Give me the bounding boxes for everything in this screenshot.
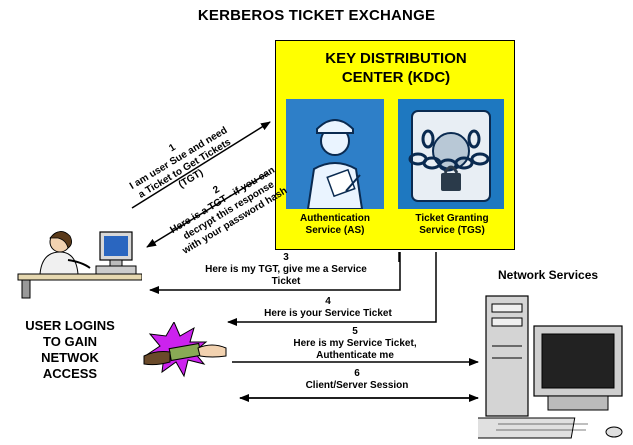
authentication-service-icon bbox=[286, 99, 384, 209]
arrow-step-2 bbox=[146, 172, 269, 248]
arrow-step-4 bbox=[227, 252, 437, 326]
diagram-title: KERBEROS TICKET EXCHANGE bbox=[197, 7, 436, 24]
user-label-line1: USER LOGINS bbox=[25, 318, 115, 333]
as-label: Authentication Service (AS) bbox=[284, 213, 386, 237]
step-5-label: 5 Here is my Service Ticket, Authenticat… bbox=[270, 326, 440, 362]
kdc-box: KEY DISTRIBUTION CENTER (KDC) Authentica… bbox=[275, 40, 515, 250]
kdc-title: KEY DISTRIBUTION CENTER (KDC) bbox=[276, 49, 516, 87]
arrow-step-3 bbox=[149, 252, 401, 294]
step-5-line2: Authenticate me bbox=[316, 350, 394, 361]
tgs-label: Ticket Granting Service (TGS) bbox=[398, 213, 506, 237]
user-label-line3: NETWOK bbox=[41, 350, 99, 365]
tgs-label-line2: Service (TGS) bbox=[419, 225, 485, 236]
arrow-step-1 bbox=[131, 121, 271, 209]
kdc-title-line2: CENTER (KDC) bbox=[341, 69, 451, 86]
kdc-title-line1: KEY DISTRIBUTION bbox=[325, 50, 467, 67]
user-label-line4: ACCESS bbox=[42, 366, 98, 381]
step-5-number: 5 bbox=[352, 326, 358, 337]
user-login-label: USER LOGINS TO GAIN NETWOK ACCESS bbox=[14, 318, 126, 382]
step-3-number: 3 bbox=[283, 252, 289, 263]
network-server-icon bbox=[478, 295, 623, 439]
step-5-line1: Here is my Service Ticket, bbox=[293, 338, 417, 349]
ticket-handoff-icon bbox=[143, 322, 227, 378]
tgs-label-line1: Ticket Granting bbox=[415, 213, 489, 224]
step-6-label: 6 Client/Server Session bbox=[282, 368, 432, 392]
step-3-label: 3 Here is my TGT, give me a Service Tick… bbox=[180, 252, 392, 288]
step-3-line1: Here is my TGT, give me a Service bbox=[205, 264, 367, 275]
as-label-line2: Service (AS) bbox=[305, 225, 365, 236]
step-4-number: 4 bbox=[325, 296, 331, 307]
step-3-line2: Ticket bbox=[271, 276, 301, 287]
user-label-line2: TO GAIN bbox=[43, 334, 97, 349]
as-label-line1: Authentication bbox=[300, 213, 370, 224]
step-6-line1: Client/Server Session bbox=[305, 380, 409, 391]
step-4-label: 4 Here is your Service Ticket bbox=[248, 296, 408, 320]
user-computer-icon bbox=[17, 231, 142, 299]
ticket-granting-service-icon bbox=[398, 99, 504, 209]
step-4-line1: Here is your Service Ticket bbox=[264, 308, 392, 319]
network-services-label: Network Services bbox=[498, 268, 599, 282]
step-6-number: 6 bbox=[354, 368, 360, 379]
